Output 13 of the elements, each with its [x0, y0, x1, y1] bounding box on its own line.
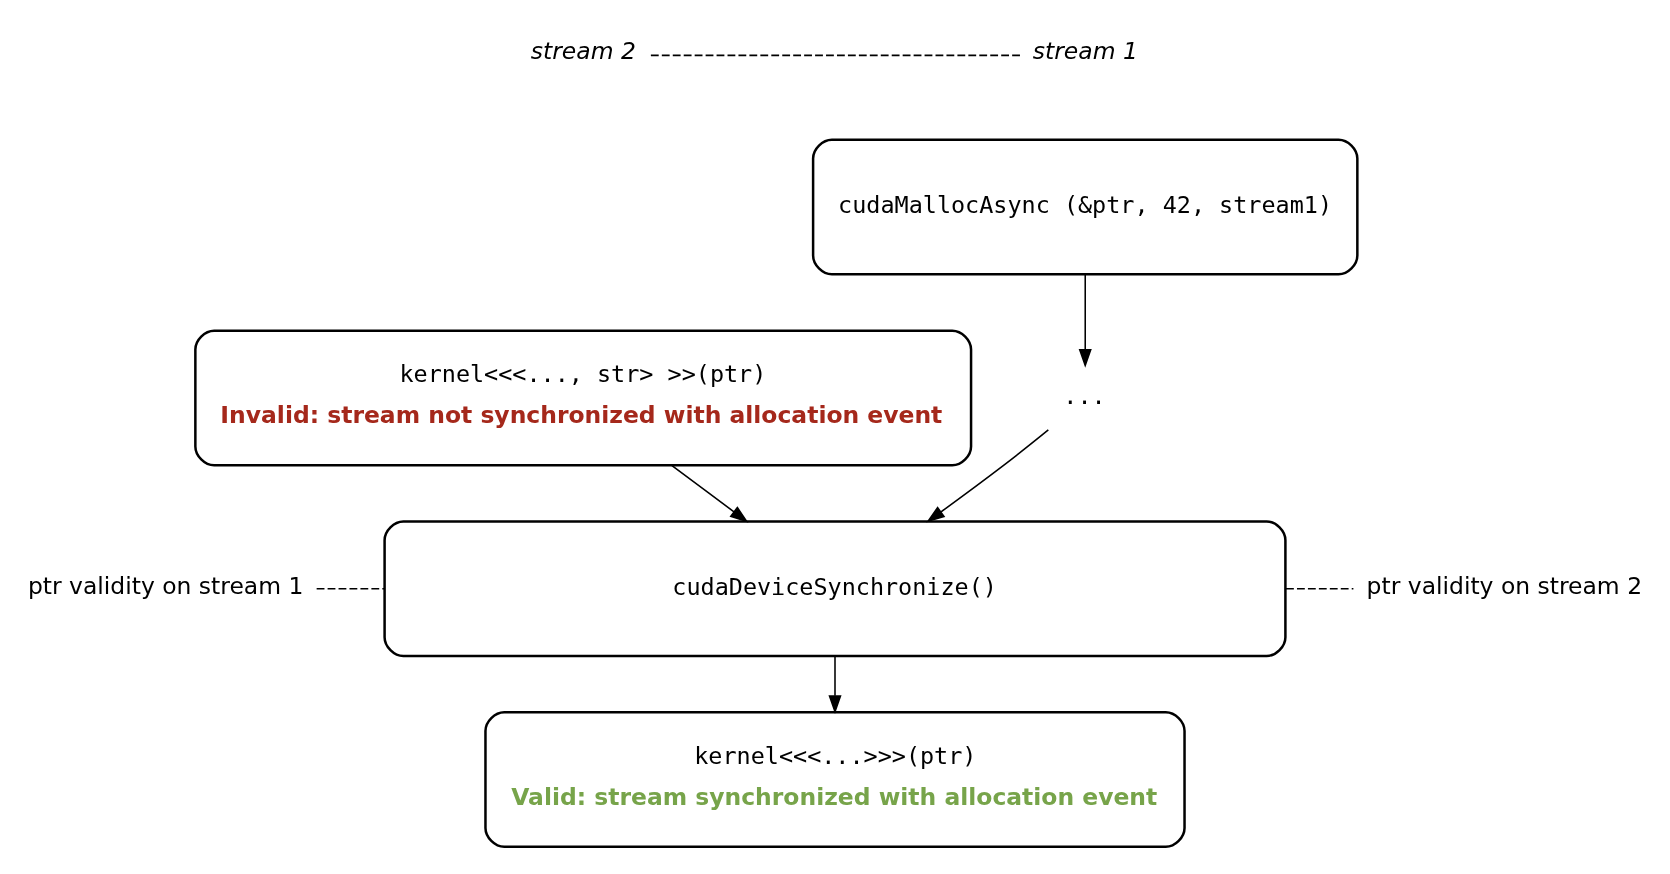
node-box: kernel<<<..., str> >>(ptr) Invalid: stream not synchronized with allocation event	[194, 329, 973, 467]
label: ptr validity on stream 1	[27, 572, 304, 601]
node-box: cudaMallocAsync (&ptr, 42, stream1)	[811, 138, 1359, 276]
arrow	[926, 429, 1050, 523]
label: ptr validity on stream 2	[1366, 572, 1643, 601]
arrow	[671, 464, 749, 523]
arrow	[1078, 274, 1092, 368]
node-text: ...	[1063, 382, 1106, 411]
node-box: kernel<<<...>>>(ptr) Valid: stream synchronized with allocation event	[484, 711, 1186, 848]
node-box: cudaDeviceSynchronize()	[383, 520, 1287, 658]
label: stream 2	[530, 37, 636, 66]
arrow	[828, 655, 842, 715]
label: stream 1	[1032, 37, 1138, 66]
